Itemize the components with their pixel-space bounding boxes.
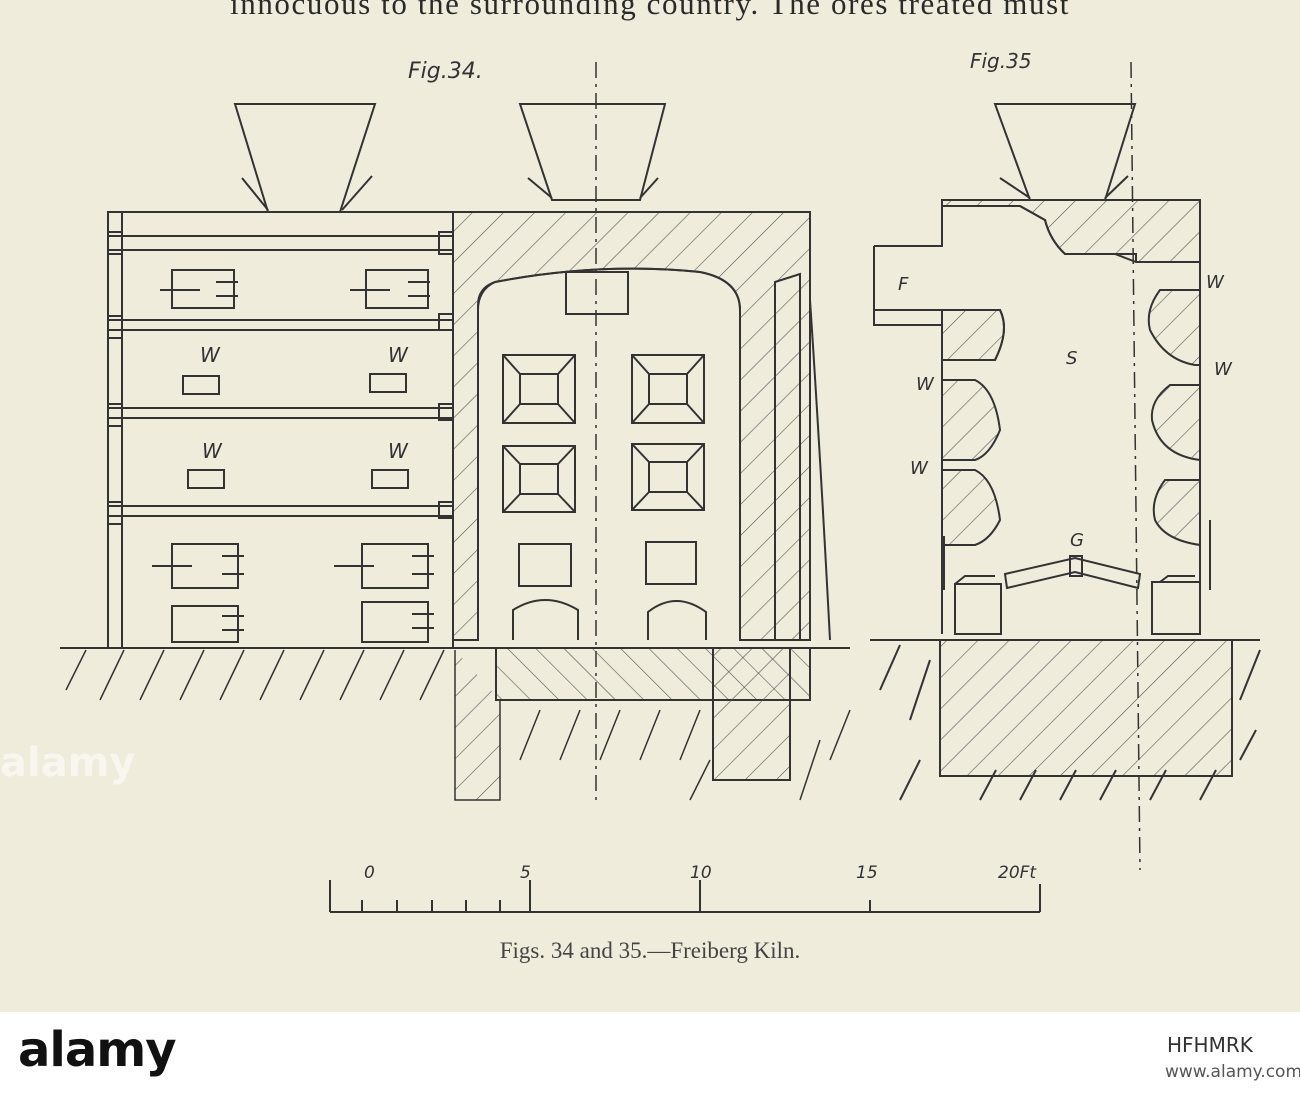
fig34-elevation [107, 103, 454, 649]
label-w: W [916, 374, 935, 395]
scale-tick-label: 5 [520, 863, 531, 883]
scale-tick-label: 15 [856, 863, 878, 883]
scanned-page: innocuous to the surrounding country. Th… [0, 0, 1261, 963]
label-s: S [1066, 348, 1077, 369]
site-url: www.alamy.com [1165, 1062, 1300, 1082]
watermark-footer [0, 1012, 1300, 1099]
label-w: W [910, 458, 929, 479]
image-id: HFHMRK [1167, 1033, 1253, 1057]
label-f: F [898, 274, 909, 295]
fig35-label: Fig.35 [970, 49, 1032, 73]
body-text-top: innocuous to the surrounding country. Th… [230, 0, 1070, 21]
label-w: W [388, 439, 409, 463]
side-watermark: alamy [0, 740, 136, 786]
scale-tick-label: 0 [364, 863, 375, 883]
label-w: W [1206, 272, 1225, 293]
label-w: W [388, 343, 409, 367]
scale-tick-label: 20Ft [998, 863, 1037, 883]
scale-bar [329, 880, 1041, 913]
figure-caption: Figs. 34 and 35.—Freiberg Kiln. [499, 938, 801, 963]
fig34-section [452, 62, 831, 800]
scale-tick-label: 10 [690, 863, 712, 883]
label-w: W [202, 439, 223, 463]
label-w: W [1214, 359, 1233, 380]
alamy-logo: alamy [18, 1022, 177, 1078]
fig34-label: Fig.34. [408, 59, 483, 84]
label-g: G [1070, 530, 1084, 551]
kiln-drawing: Fig.34. Fig.35 W W W W W W W W F S G 0 5… [60, 49, 1261, 913]
label-w: W [200, 343, 221, 367]
fig35-section [870, 61, 1261, 871]
